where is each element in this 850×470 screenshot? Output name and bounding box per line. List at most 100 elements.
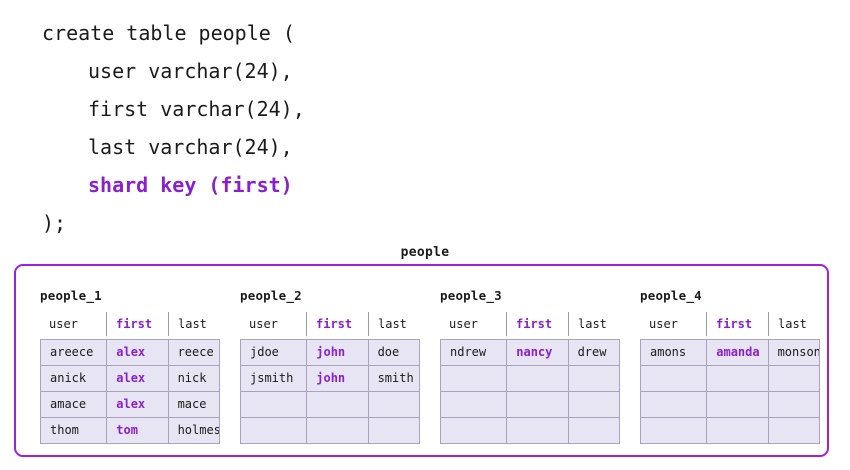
table-cell-last <box>767 392 819 417</box>
shard-name: people_1 <box>40 288 102 303</box>
table-cell-last <box>567 366 619 391</box>
sql-line: user varchar(24), <box>88 59 293 83</box>
table-cell-first: john <box>306 340 367 365</box>
column-header-user: user <box>649 317 678 331</box>
table-cell-user: jsmith <box>250 371 294 385</box>
column-header-last: last <box>368 312 420 336</box>
shard-name: people_3 <box>440 288 502 303</box>
table-row <box>641 418 819 444</box>
table-cell-first <box>706 418 767 443</box>
column-header-first: first <box>506 312 568 336</box>
column-header-first: first <box>106 312 168 336</box>
sql-code-block: create table people ( user varchar(24), fi… <box>42 14 305 242</box>
shard-name: people_4 <box>640 288 702 303</box>
table-row <box>441 366 619 392</box>
sql-line: ); <box>42 211 67 235</box>
table-cell-user: jdoe <box>250 345 279 359</box>
table-cell-first: amanda <box>706 340 767 365</box>
sql-line: shard key (first) <box>88 173 293 197</box>
table-row <box>441 418 619 444</box>
table-cell-last: mace <box>167 392 219 417</box>
table-cell-first: john <box>306 366 367 391</box>
column-header-user: user <box>249 317 278 331</box>
table-cell-first <box>306 392 367 417</box>
table-cell-last: smith <box>367 366 419 391</box>
column-header-user: user <box>49 317 78 331</box>
table-cell-first: nancy <box>506 340 567 365</box>
table-cell-last: nick <box>167 366 219 391</box>
table-row <box>241 392 419 418</box>
table-cell-user <box>641 418 706 443</box>
table-cell-last: drew <box>567 340 619 365</box>
table-cell-user <box>441 366 506 391</box>
column-header-user: user <box>449 317 478 331</box>
table-cell-user: anick <box>50 371 87 385</box>
table-cell-first: tom <box>106 418 167 443</box>
sql-line: first varchar(24), <box>88 97 305 121</box>
table-cell-last: reece <box>167 340 219 365</box>
shard-name: people_2 <box>240 288 302 303</box>
table-cell-first <box>506 366 567 391</box>
table-cell-first <box>706 366 767 391</box>
table-cell-first <box>506 392 567 417</box>
sql-line: last varchar(24), <box>88 135 293 159</box>
table-cell-first: alex <box>106 366 167 391</box>
table-row <box>441 392 619 418</box>
table-cell-user <box>641 366 706 391</box>
table-cell-user <box>441 392 506 417</box>
table-cell-user: thom <box>50 423 79 437</box>
column-header-last: last <box>168 312 220 336</box>
sql-line: create table people ( <box>42 21 295 45</box>
table-cell-user: ndrew <box>450 345 487 359</box>
table-cell-user <box>441 418 506 443</box>
table-cell-first <box>706 392 767 417</box>
table-cell-last: holmes <box>167 418 219 443</box>
table-cell-last <box>567 392 619 417</box>
table-cell-last <box>767 418 819 443</box>
table-cell-last: doe <box>367 340 419 365</box>
table-cell-first <box>506 418 567 443</box>
table-cell-first: alex <box>106 340 167 365</box>
table-cell-user: amace <box>50 397 87 411</box>
table-cell-last <box>567 418 619 443</box>
table-row <box>641 366 819 392</box>
table-cell-user: areece <box>50 345 94 359</box>
table-row <box>641 392 819 418</box>
table-cell-first <box>306 418 367 443</box>
table-cell-last <box>367 418 419 443</box>
table-cell-last <box>767 366 819 391</box>
table-cell-first: alex <box>106 392 167 417</box>
group-title: people <box>400 245 450 260</box>
column-header-last: last <box>768 312 820 336</box>
table-cell-user <box>241 392 306 417</box>
table-row <box>241 418 419 444</box>
column-header-last: last <box>568 312 620 336</box>
table-cell-last: monson <box>767 340 819 365</box>
table-cell-user <box>241 418 306 443</box>
column-header-first: first <box>306 312 368 336</box>
column-header-first: first <box>706 312 768 336</box>
table-cell-last <box>367 392 419 417</box>
